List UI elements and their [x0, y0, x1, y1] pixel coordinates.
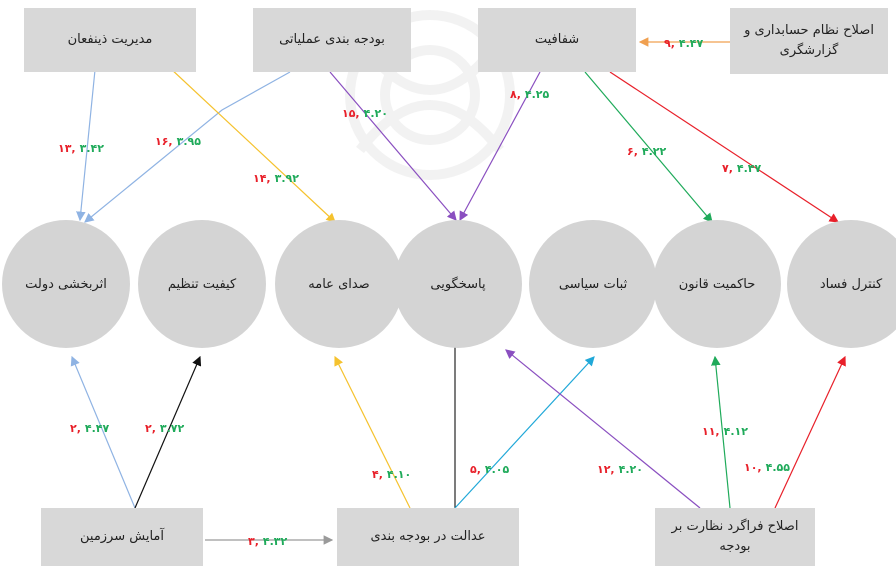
edge-line: [711, 355, 731, 509]
box-accounting-reform: اصلاح نظام حسابداری و گزارشگری: [730, 8, 888, 74]
edge-label: ۵,۴.۰۵: [470, 463, 510, 476]
edge-line: [584, 71, 713, 223]
edge-label: ۷,۴.۴۷: [722, 162, 762, 175]
edge-line: [76, 69, 96, 222]
box-budget-justice: عدالت در بودجه بندی: [337, 508, 519, 566]
box-operational-budgeting: بودجه بندی عملیاتی: [253, 8, 411, 72]
box-stakeholder-management: مدیریت ذینفعان: [24, 8, 196, 72]
edge-label: ۱۱,۴.۱۲: [702, 425, 748, 438]
box-land-planning: آمایش سرزمین: [41, 508, 203, 566]
watermark-logo: [345, 10, 515, 180]
node-regulatory-quality: کیفیت تنظیم: [138, 220, 266, 348]
edge-label: ۲,۴.۴۷: [70, 422, 110, 435]
edge-label: ۱۰,۴.۵۵: [744, 461, 790, 474]
edge-label: ۹,۴.۴۷: [664, 37, 704, 50]
edge-line: [134, 355, 202, 509]
edge-line: [459, 71, 541, 222]
edge-line: [454, 356, 595, 509]
edge-label: ۸,۴.۲۵: [510, 88, 550, 101]
edge-label: ۶,۴.۲۲: [627, 145, 667, 158]
edge-line: [84, 71, 291, 223]
edge-label: ۲,۳.۷۲: [145, 422, 185, 435]
node-government-effectiveness: اثربخشی دولت: [2, 220, 130, 348]
edge-label: ۴,۴.۱۰: [372, 468, 411, 481]
edge-label: ۱۴,۳.۹۲: [253, 172, 299, 185]
edge-line: [334, 355, 411, 509]
node-corruption-control: کنترل فساد: [787, 220, 896, 348]
edge-line: [70, 355, 136, 509]
edge-line: [609, 71, 840, 223]
edge-label: ۱۳,۳.۴۲: [58, 142, 104, 155]
edge-label: ۱۲,۴.۲۰: [597, 463, 643, 476]
node-accountability: پاسخگویی: [394, 220, 522, 348]
edge-line: [774, 355, 846, 509]
box-transparency: شفافیت: [478, 8, 636, 72]
edge-label: ۳,۴.۳۲: [248, 535, 288, 548]
box-budget-oversight-reform: اصلاح فراگرد نظارت بر بودجه: [655, 508, 815, 566]
edge-line: [505, 349, 701, 509]
node-rule-of-law: حاکمیت قانون: [653, 220, 781, 348]
node-political-stability: ثبات سیاسی: [529, 220, 657, 348]
edge-label: ۱۶,۳.۹۵: [155, 135, 201, 148]
node-voice: صدای عامه: [275, 220, 403, 348]
edge-line: [329, 71, 457, 221]
edge-label: ۱۵,۴.۲۰: [342, 107, 388, 120]
